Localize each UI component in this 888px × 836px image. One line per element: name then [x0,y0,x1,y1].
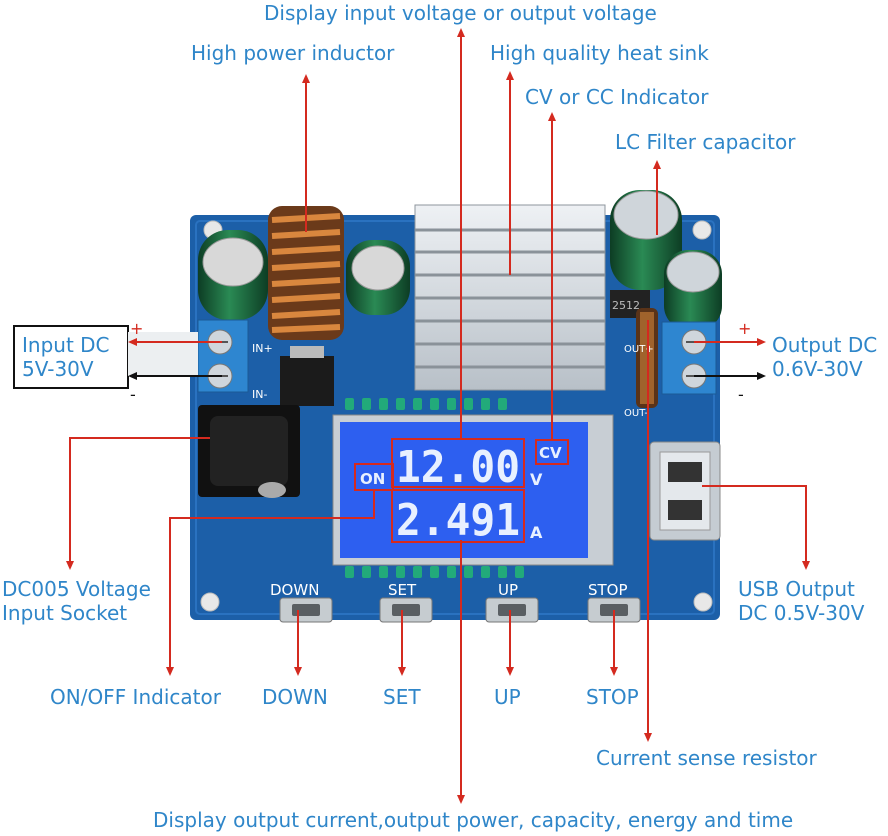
label-cv-cc: CV or CC Indicator [525,85,709,109]
out-minus-label: OUT- [624,408,648,419]
label-display-voltage: Display input voltage or output voltage [264,1,657,25]
heat-sink [414,204,606,391]
label-dc005: DC005 Voltage Input Socket [2,577,151,625]
out-plus-label: OUT+ [624,344,654,355]
lcd-cv: CV [539,444,562,462]
button-up[interactable]: UP [485,581,539,623]
lcd-on: ON [360,470,385,488]
arrow-dc005 [66,437,210,570]
label-display-current: Display output current,output power, cap… [153,808,794,832]
label-usb-output: USB Output DC 0.5V-30V [738,577,865,625]
label-up: UP [494,685,521,709]
input-wire [128,332,198,376]
inductor [268,206,344,340]
output-minus-sign: - [738,385,744,404]
lcd-voltage-unit: V [530,470,543,489]
label-down: DOWN [262,685,328,709]
dc005-socket[interactable] [198,405,300,498]
output-plus-sign: + [738,319,751,338]
button-stop-label: STOP [588,581,628,599]
button-set[interactable]: SET [379,581,433,623]
button-set-label: SET [388,581,417,599]
input-capacitor [198,230,268,320]
lcd-voltage: 12.00 [396,442,520,493]
chip-label: 2512 [612,299,640,312]
button-stop[interactable]: STOP [587,581,641,623]
label-input-dc: Input DC 5V-30V [22,333,110,381]
button-up-label: UP [498,581,518,599]
label-stop: STOP [586,685,639,709]
in-minus-label: IN- [252,388,267,401]
lcd-pins [345,398,524,578]
usb-port[interactable] [649,441,721,541]
label-output-dc: Output DC 0.6V-30V [772,333,878,381]
label-lc-filter: LC Filter capacitor [615,130,796,154]
label-inductor: High power inductor [191,41,395,65]
input-minus-sign: - [130,385,136,404]
button-down-label: DOWN [270,581,319,599]
label-heat-sink: High quality heat sink [490,41,709,65]
lcd-current-unit: A [530,523,543,542]
arrow-usb [702,485,810,570]
in-plus-label: IN+ [252,342,273,355]
lcd-current: 2.491 [396,495,520,546]
button-down[interactable]: DOWN [270,581,333,623]
label-current-sense: Current sense resistor [596,746,817,770]
label-on-off: ON/OFF Indicator [50,685,221,709]
output-capacitors [610,190,722,330]
callout-arrows [66,28,810,804]
label-set: SET [383,685,421,709]
input-plus-sign: + [130,319,143,338]
arrow-on-off [166,490,375,676]
input-dc-box [13,325,129,389]
filter-capacitor-small [346,240,410,315]
lcd-display: 12.00 V 2.491 A ON CV [332,414,614,566]
mosfet [280,346,334,406]
